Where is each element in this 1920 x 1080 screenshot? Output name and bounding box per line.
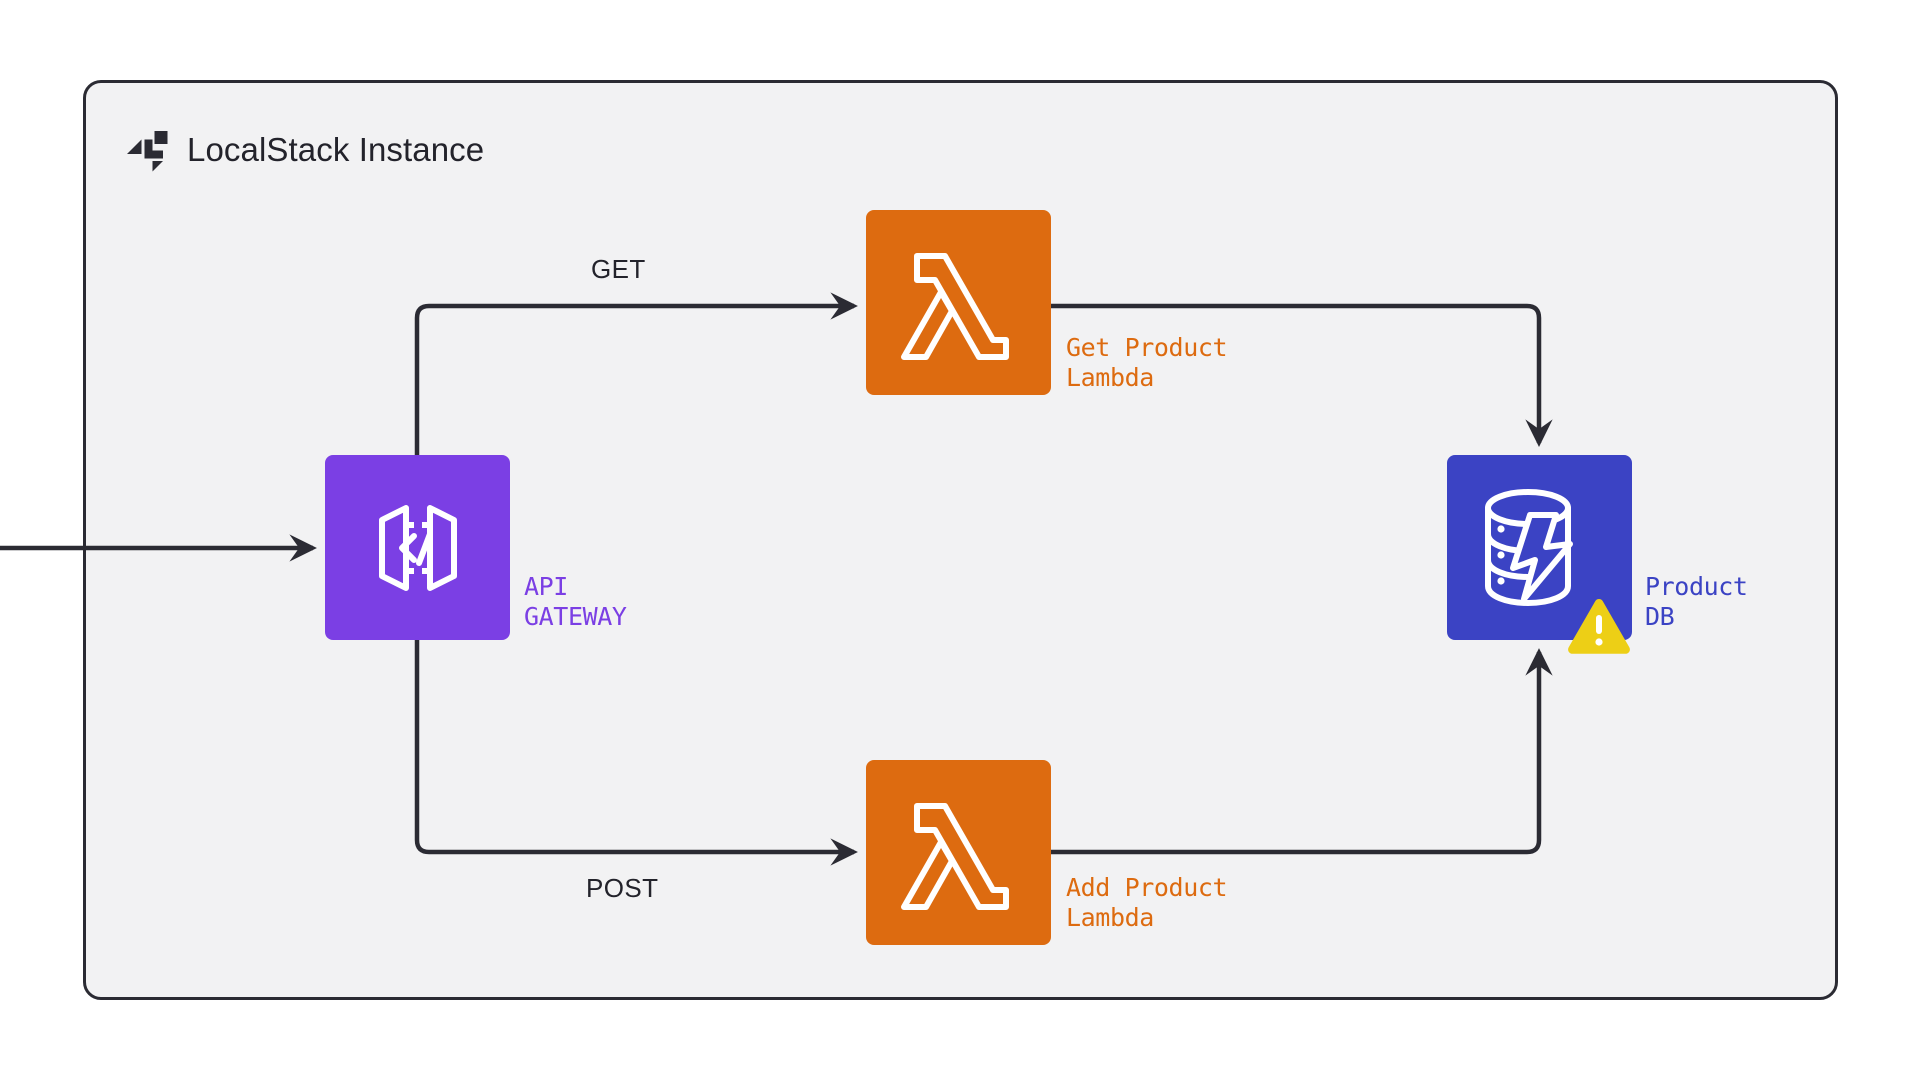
label-add-product-lambda: Add Product Lambda — [1066, 873, 1228, 932]
instance-title-row: LocalStack Instance — [125, 128, 484, 172]
label-get-product-lambda: Get Product Lambda — [1066, 333, 1228, 392]
node-api-gateway[interactable] — [325, 455, 510, 640]
label-product-db: Product DB — [1645, 572, 1748, 631]
label-api-gateway: API GATEWAY — [524, 572, 627, 631]
lambda-icon — [896, 790, 1022, 916]
api-gateway-icon — [354, 484, 482, 612]
lambda-icon — [896, 240, 1022, 366]
edge-label-get: GET — [591, 254, 646, 284]
warning-triangle-icon[interactable] — [1566, 597, 1632, 657]
localstack-logo-icon — [125, 128, 169, 172]
node-get-product-lambda[interactable] — [866, 210, 1051, 395]
instance-title-text: LocalStack Instance — [187, 131, 485, 168]
edge-label-post: POST — [586, 873, 659, 903]
node-add-product-lambda[interactable] — [866, 760, 1051, 945]
dynamodb-icon — [1474, 482, 1606, 614]
